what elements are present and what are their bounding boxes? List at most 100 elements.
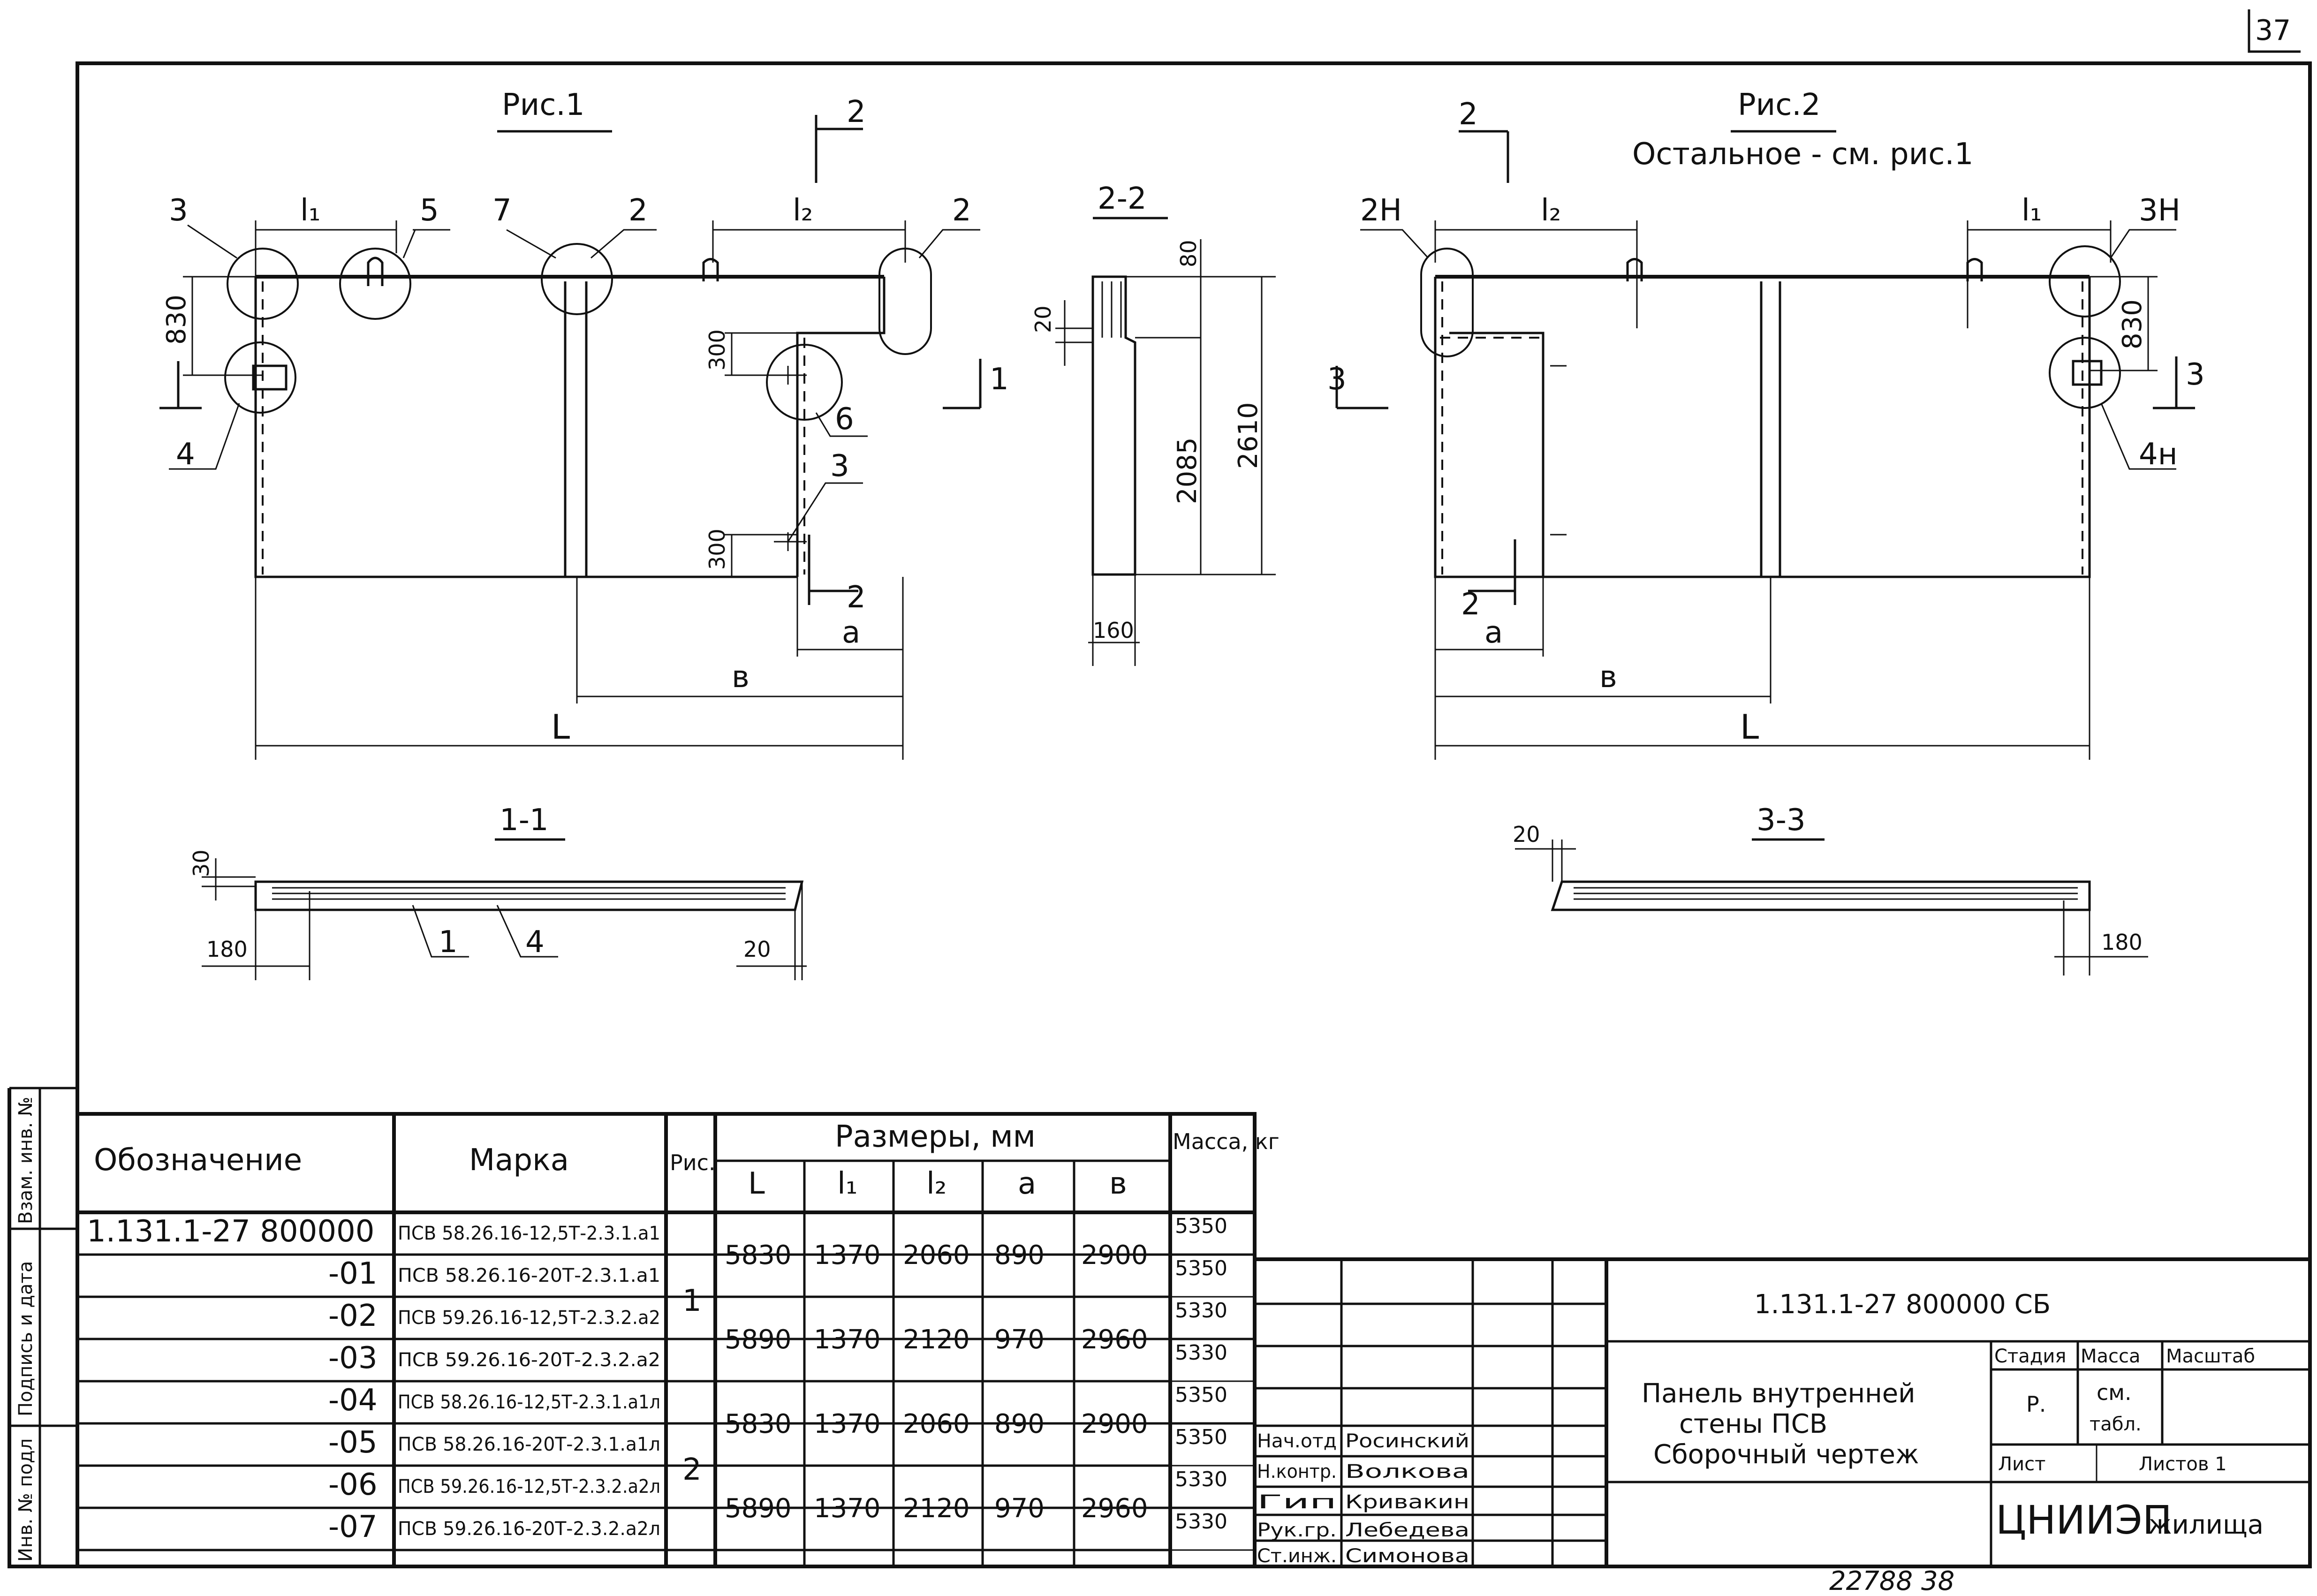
spec-group-fig: 2 (682, 1452, 702, 1487)
section22-dim-2085: 2085 (1172, 437, 1203, 504)
title-block-name-3: Сборочный чертеж (1653, 1439, 1919, 1470)
fig2-leader-2n: 2Н (1360, 193, 1402, 228)
spec-group-l2: 2120 (903, 1493, 970, 1524)
section22-dim-2610: 2610 (1233, 402, 1264, 469)
fig1-leader-2b: 2 (952, 193, 971, 228)
spec-group-a: 970 (994, 1493, 1045, 1524)
title-block-code: 1.131.1-27 800000 СБ (1754, 1289, 2051, 1320)
fig1-leader-6: 6 (835, 402, 854, 437)
title-block-stage: Р. (2026, 1392, 2046, 1417)
spec-row-mass: 5350 (1175, 1425, 1227, 1449)
spec-row-mark: ПСВ 58.26.16-12,5Т-2.3.1.а1л (398, 1392, 660, 1413)
spec-group-b: 2960 (1081, 1324, 1148, 1355)
section33-dim-20: 20 (1513, 822, 1540, 847)
fig2-title: Рис.2 (1738, 88, 1820, 122)
spec-group-l2: 2060 (903, 1409, 970, 1439)
fig1-cut-2-bottom: 2 (847, 580, 866, 615)
title-block-person: Росинский (1345, 1430, 1469, 1452)
spec-group-l2: 2060 (903, 1240, 970, 1271)
drawing-frame (76, 61, 2312, 1568)
title-block-role: Нач.отд (1257, 1430, 1337, 1452)
fig2-leader-3n: 3Н (2139, 193, 2181, 228)
figure-2: Рис.2 Остальное - см. рис.1 2Н 3Н 4н l₂ … (1327, 88, 2205, 760)
spec-row-designation: -05 (328, 1425, 378, 1460)
fig2-dim-a: a (1484, 615, 1503, 650)
fig1-leader-2a: 2 (628, 193, 648, 228)
spec-row-mark: ПСВ 59.26.16-12,5Т-2.3.2.а2 (398, 1307, 660, 1329)
spec-row-designation: -04 (328, 1383, 378, 1418)
spec-row-mark: ПСВ 58.26.16-20Т-2.3.1.а1л (398, 1434, 660, 1455)
section-3-3: 3-3 20 180 (1513, 803, 2148, 976)
fig2-leader-4n: 4н (2139, 437, 2178, 472)
section11-dim-20: 20 (743, 937, 771, 962)
spec-group-a: 890 (994, 1409, 1045, 1439)
title-block-person: Волкова (1345, 1461, 1469, 1483)
title-block-stage-header: Стадия (1994, 1346, 2066, 1367)
section22-dim-80: 80 (1176, 240, 1201, 267)
fig2-subtitle: Остальное - см. рис.1 (1632, 137, 1973, 172)
spec-row-designation: -06 (328, 1467, 378, 1502)
spec-row-mass: 5330 (1175, 1341, 1227, 1365)
spec-row-mass: 5350 (1175, 1383, 1227, 1407)
fig2-cut-3-right: 3 (2186, 357, 2205, 392)
spec-sub-l2: l₂ (926, 1166, 946, 1201)
fig1-leader-4: 4 (176, 437, 195, 472)
fig1-dim-l1: l₁ (300, 193, 320, 228)
section22-title: 2-2 (1098, 182, 1147, 216)
spec-group-l2: 2120 (903, 1324, 970, 1355)
fig1-leader-5: 5 (420, 193, 439, 228)
spec-group-a: 890 (994, 1240, 1045, 1271)
spec-row-mark: ПСВ 59.26.16-20Т-2.3.2.а2л (398, 1518, 660, 1540)
section11-dim-180: 180 (206, 937, 248, 962)
fig2-cut-2-top: 2 (1459, 97, 1478, 132)
spec-row-mark: ПСВ 58.26.16-12,5Т-2.3.1.а1 (398, 1223, 660, 1244)
spec-sub-b: в (1109, 1166, 1127, 1201)
spec-group-L: 5890 (725, 1324, 792, 1355)
spec-header-mark: Марка (469, 1143, 569, 1178)
fig1-dim-300b: 300 (704, 529, 730, 570)
fig1-dim-l2: l₂ (793, 193, 813, 228)
title-block-role: Н.контр. (1257, 1461, 1337, 1483)
title-block-name-2: стены ПСВ (1679, 1409, 1827, 1439)
spec-group-b: 2960 (1081, 1493, 1148, 1524)
bottom-numbers: 22788 38 (1829, 1566, 1954, 1596)
title-block-org-2: жилища (2148, 1510, 2264, 1540)
spec-row-designation: -01 (328, 1256, 378, 1291)
title-block-person: Кривакин (1345, 1491, 1469, 1513)
spec-sub-a: a (1018, 1166, 1036, 1201)
spec-group-l1: 1370 (814, 1493, 881, 1524)
fig2-dim-l2: l₂ (1541, 193, 1561, 228)
spec-group-fig: 1 (682, 1284, 702, 1318)
spec-row-mass: 5330 (1175, 1510, 1227, 1534)
section22-dim-160: 160 (1093, 618, 1134, 643)
spec-table: Обозначение Марка Рис. Размеры, мм Масса… (77, 1112, 1280, 1566)
section11-dim-30: 30 (189, 849, 214, 877)
fig1-leader-3b: 3 (830, 449, 849, 484)
section11-leader-1: 1 (439, 925, 458, 960)
section11-title: 1-1 (500, 803, 549, 838)
fig2-cut-2-bottom: 2 (1461, 587, 1480, 622)
section22-dim-20: 20 (1030, 305, 1056, 333)
spec-group-L: 5830 (725, 1240, 792, 1271)
spec-header-mass: Масса, кг (1173, 1129, 1280, 1154)
title-block-person: Симонова (1345, 1545, 1469, 1567)
spec-row-mark: ПСВ 59.26.16-12,5Т-2.3.2.а2л (398, 1476, 660, 1498)
spec-group-l1: 1370 (814, 1409, 881, 1439)
title-block-sheet: Лист (1998, 1453, 2045, 1475)
spec-row-designation: -07 (328, 1510, 378, 1544)
spec-header-fig: Рис. (670, 1150, 716, 1175)
spec-sub-L: L (748, 1166, 765, 1201)
fig1-dim-a: a (842, 615, 860, 650)
title-block-person: Лебедева (1345, 1520, 1469, 1541)
title-block-scale-header: Масштаб (2166, 1346, 2255, 1367)
fig1-leader-3: 3 (169, 193, 188, 228)
title-block-mass-header: Масса (2081, 1346, 2141, 1367)
section33-dim-180: 180 (2101, 930, 2143, 955)
side-stamp-signature: Подпись и дата (15, 1261, 37, 1416)
fig2-dim-l1: l₁ (2022, 193, 2042, 228)
spec-row-designation: 1.131.1-27 800000 (87, 1214, 374, 1249)
title-block-role: Гип (1257, 1491, 1337, 1513)
title-block: 1.131.1-27 800000 СБ Панель внутренней с… (1255, 1257, 2310, 1566)
